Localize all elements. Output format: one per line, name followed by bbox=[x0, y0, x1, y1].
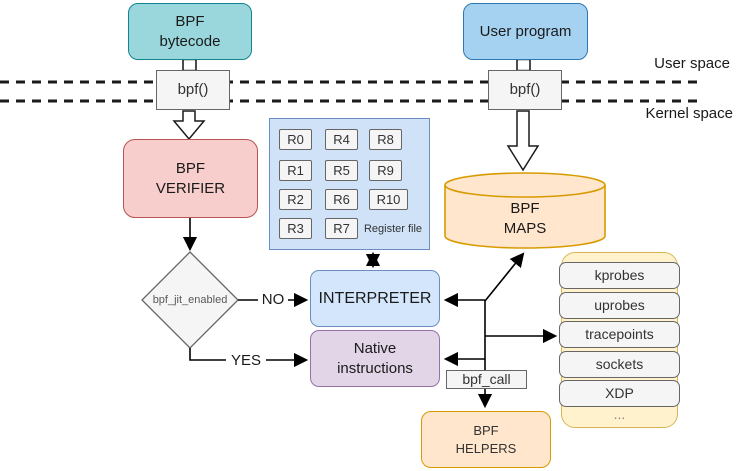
bpf-call-node: bpf_call bbox=[446, 370, 527, 389]
edge-label-yes: YES bbox=[226, 352, 266, 369]
native-instructions-node: Native instructions bbox=[310, 330, 440, 387]
register-box: R9 bbox=[369, 160, 402, 181]
register-file-label: Register file bbox=[363, 222, 423, 235]
hook-tracepoints: tracepoints bbox=[559, 321, 680, 348]
register-box: R6 bbox=[325, 189, 358, 210]
block-arrow-bpf-to-verifier bbox=[172, 110, 206, 141]
register-box: R4 bbox=[325, 129, 358, 150]
interpreter-node: INTERPRETER bbox=[310, 270, 440, 327]
bpf-maps-label: BPF MAPS bbox=[503, 200, 547, 237]
bpf-bytecode-node: BPF bytecode bbox=[128, 3, 252, 60]
register-box: R10 bbox=[369, 189, 408, 210]
register-box: R0 bbox=[279, 129, 312, 150]
hook-uprobes: uprobes bbox=[559, 291, 680, 319]
register-box: R8 bbox=[369, 129, 402, 150]
user-space-label: User space bbox=[654, 55, 730, 72]
register-box: R5 bbox=[325, 160, 358, 181]
hooks-ellipsis: ... bbox=[613, 405, 626, 422]
user-program-node: User program bbox=[463, 3, 588, 60]
bpf-maps-cylinder-body bbox=[444, 185, 606, 249]
jit-decision-label: bpf_jit_enabled bbox=[152, 293, 228, 306]
bpf-maps-cylinder-top bbox=[444, 172, 606, 198]
bpf-verifier-node: BPF VERIFIER bbox=[123, 139, 258, 218]
hook-xdp: XDP bbox=[559, 380, 680, 407]
arrow-yes-to-native bbox=[189, 348, 309, 368]
register-box: R3 bbox=[279, 218, 312, 239]
register-box: R2 bbox=[279, 189, 312, 210]
bpf-syscall-right: bpf() bbox=[488, 70, 562, 110]
edge-label-no: NO bbox=[258, 291, 288, 308]
block-arrow-bpf-to-maps bbox=[506, 110, 540, 172]
bpf-syscall-left: bpf() bbox=[156, 70, 230, 110]
bpf-helpers-node: BPF HELPERS bbox=[421, 411, 551, 468]
register-box: R1 bbox=[279, 160, 312, 181]
kernel-space-label: Kernel space bbox=[645, 105, 733, 122]
hook-kprobes: kprobes bbox=[559, 262, 680, 289]
arrow-junction-to-maps bbox=[484, 252, 525, 302]
hook-sockets: sockets bbox=[559, 350, 680, 378]
connector-bytecode-to-bpf bbox=[182, 58, 197, 72]
register-box: R7 bbox=[325, 218, 358, 239]
connector-userprogram-to-bpf bbox=[516, 58, 531, 72]
